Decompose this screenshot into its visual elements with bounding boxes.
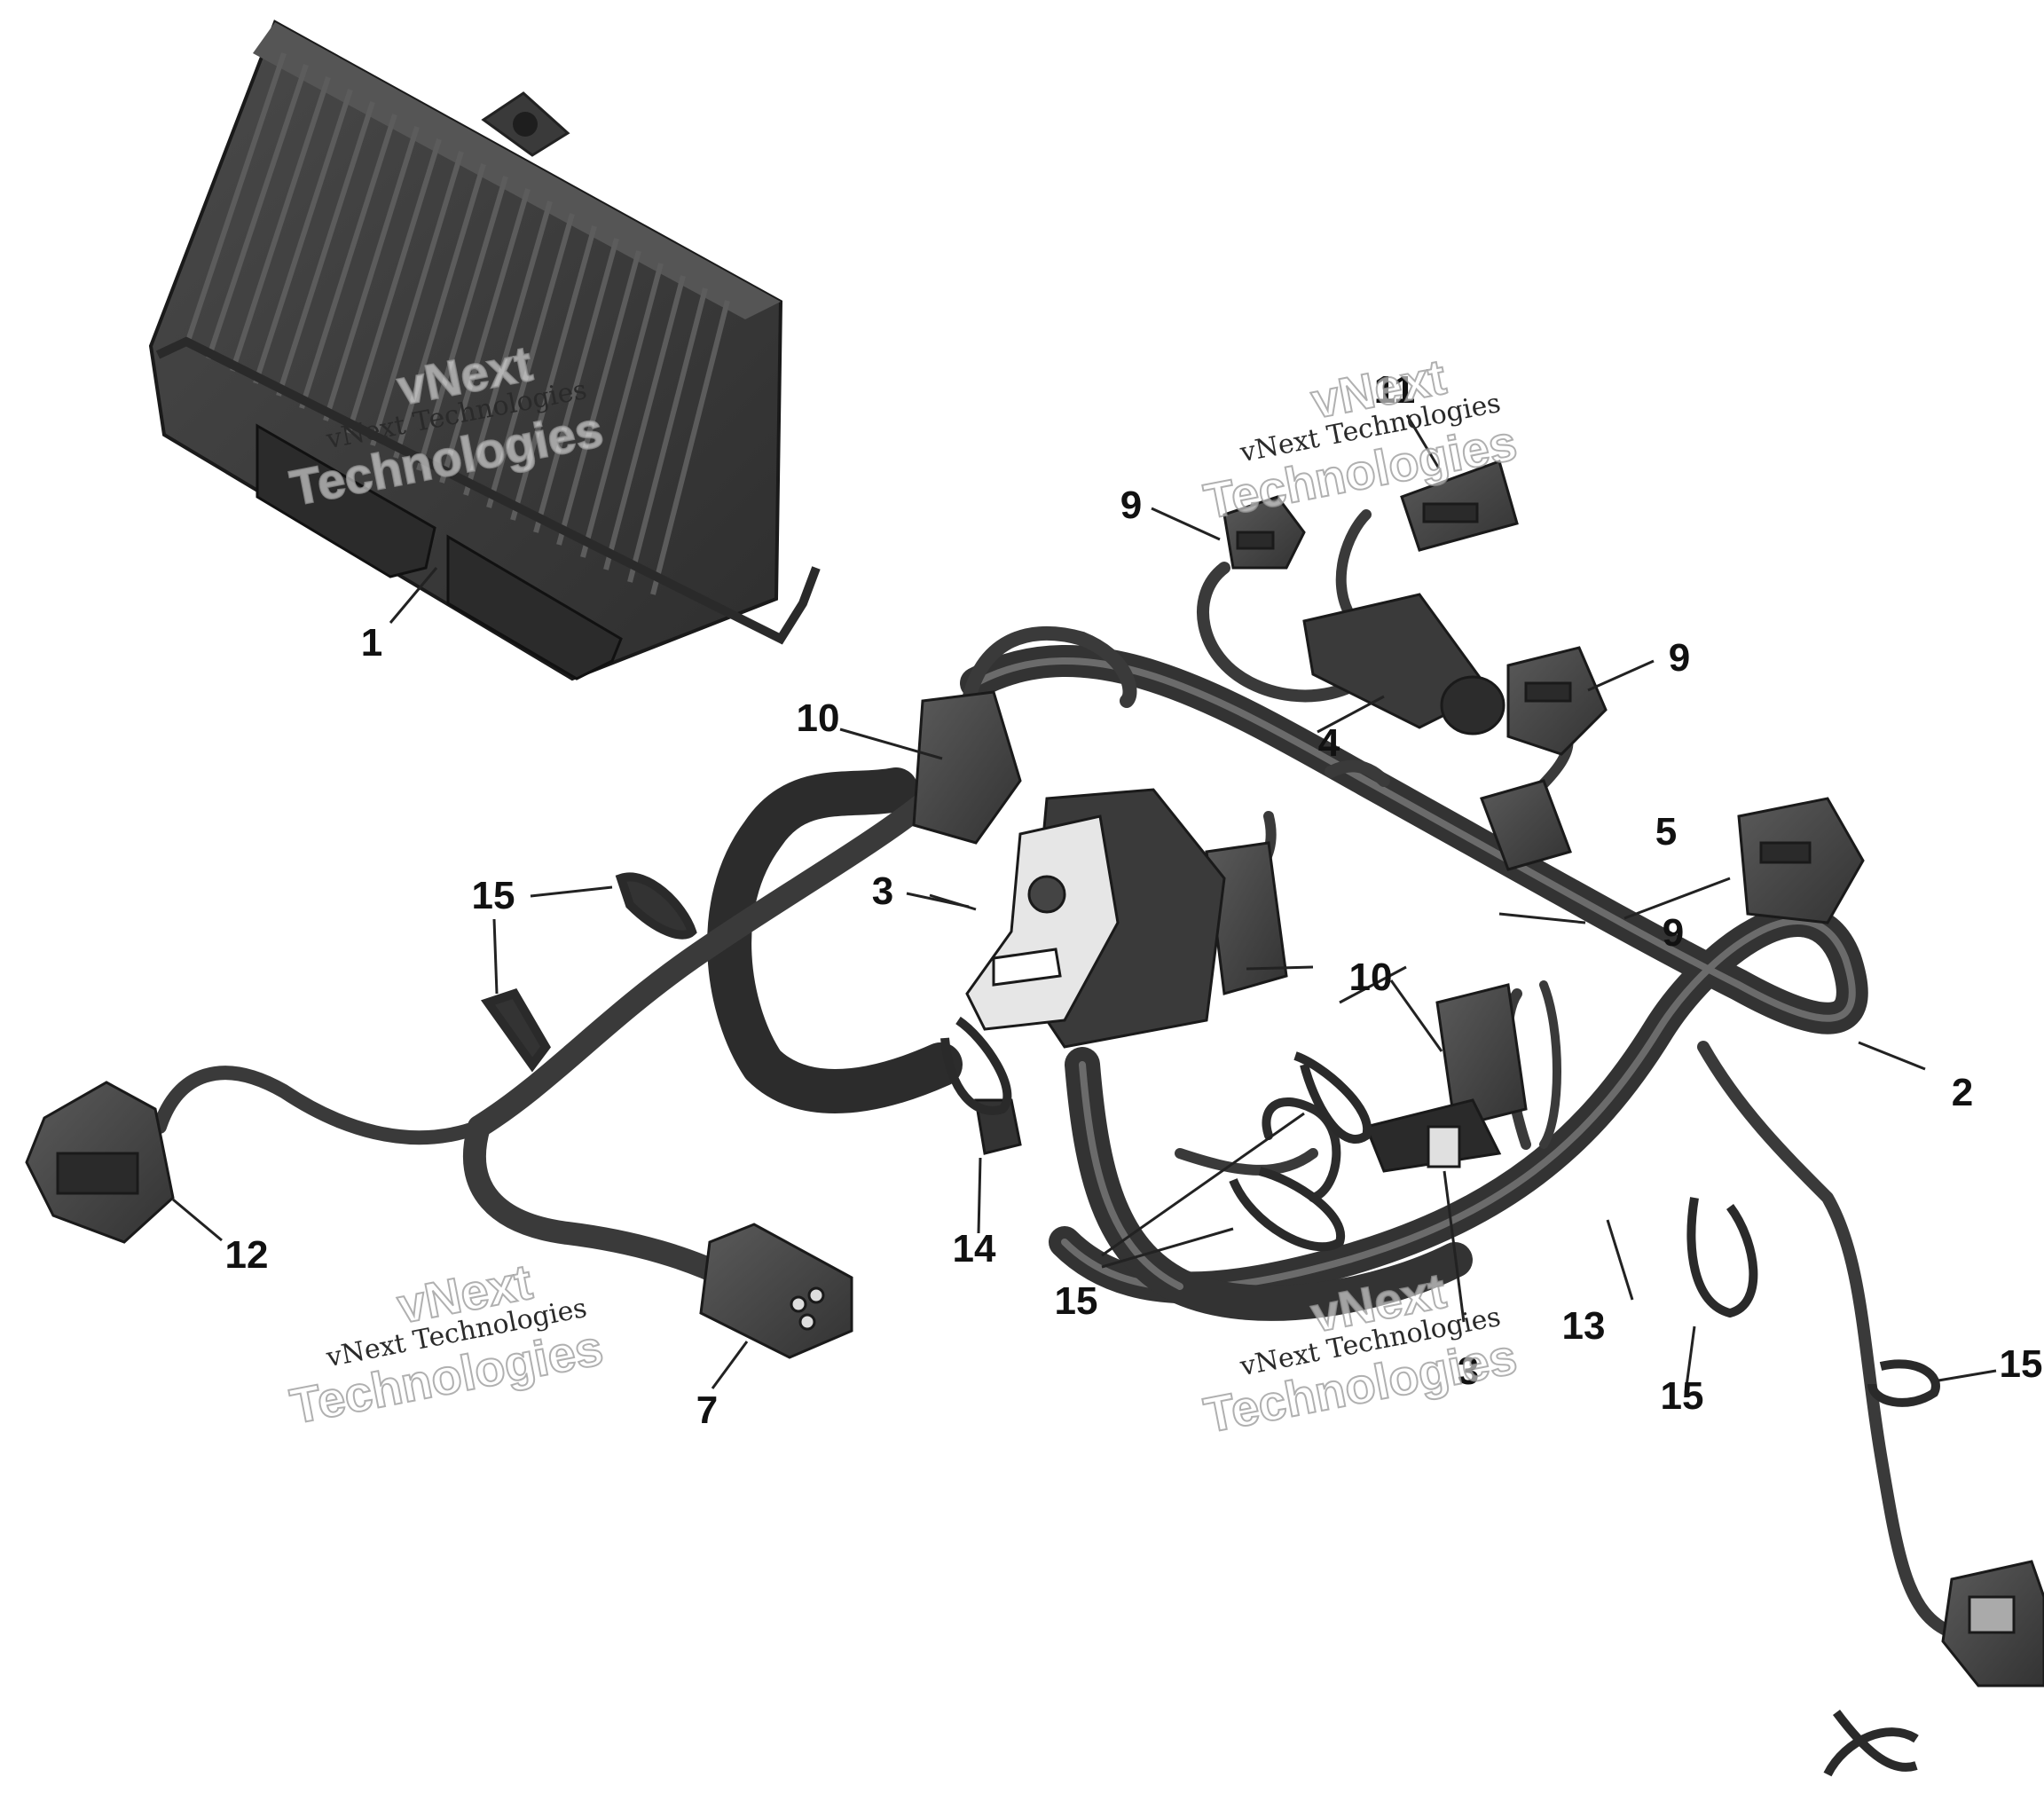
callout-1-engine-control-module: 1 [360,621,383,665]
callout-4-connector-housing: 4 [1317,721,1340,765]
callout-15-cable-tie-left: 15 [471,874,515,917]
callout-15-cable-tie-right: 15 [1660,1374,1704,1418]
callout-10-connector-upper: 10 [796,696,840,740]
callout-3-harness-lower: 3 [1457,1349,1480,1393]
wiring-harness-icon [153,509,2044,1674]
cable-tie-icon [480,872,1940,1772]
callout-5-connector: 5 [1655,810,1678,853]
callout-9-connector-top-left: 9 [1120,484,1143,527]
callout-2-main-harness: 2 [1951,1071,1974,1114]
module-cooling-fins [184,52,730,595]
callout-13-grommet: 13 [1561,1304,1606,1348]
electrical-connector-icon [25,460,2044,1777]
callout-9-connector-lower-right: 9 [1662,911,1685,955]
callout-11-connector: 11 [1373,368,1416,412]
callout-7-connector: 7 [696,1388,719,1432]
callout-14-bracket: 14 [952,1227,996,1270]
callout-3-throttle-sensor: 3 [871,869,894,913]
callout-15-cable-tie-center: 15 [1054,1279,1098,1323]
callout-15-cable-tie-far-right: 15 [1999,1342,2043,1386]
leader-lines [172,414,1997,1394]
engine-control-module-icon [148,20,821,681]
callout-12-connector: 12 [224,1233,269,1277]
callout-9-connector-right: 9 [1668,636,1691,680]
callout-10-connector-lower: 10 [1348,956,1393,999]
